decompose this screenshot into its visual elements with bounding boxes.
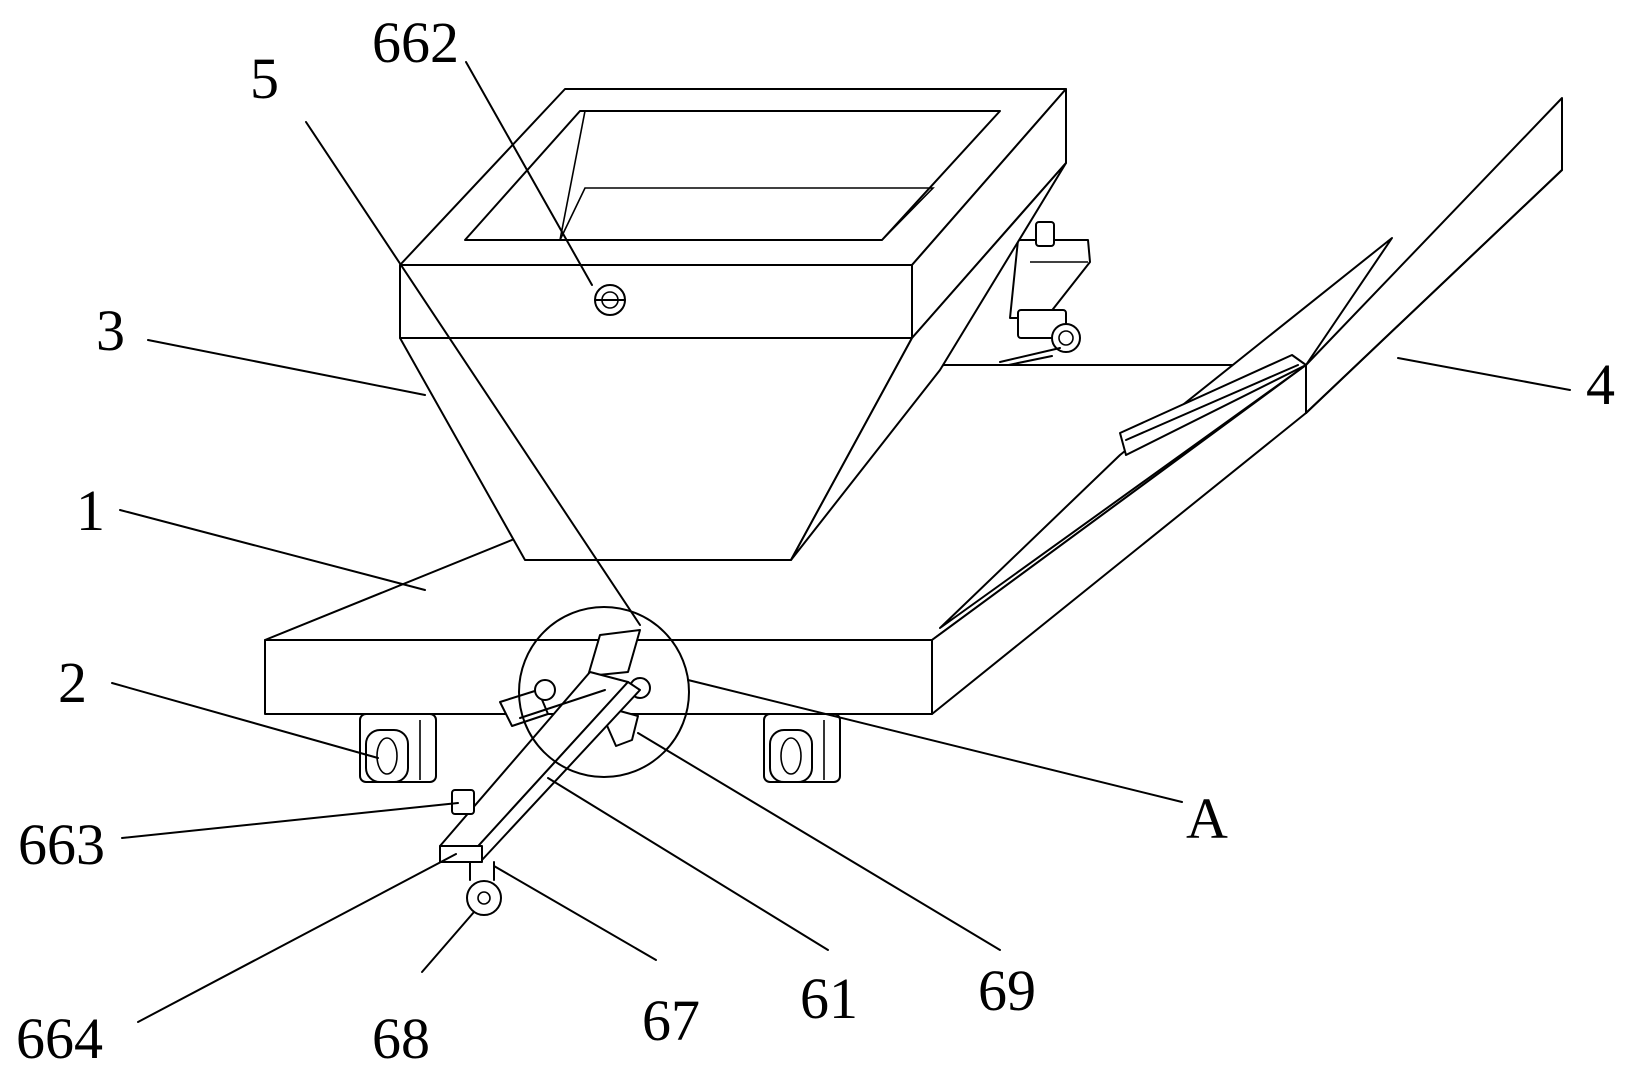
label-662: 662 bbox=[372, 10, 459, 75]
label-1: 1 bbox=[76, 478, 105, 543]
hopper bbox=[399, 88, 1067, 561]
front-arm-assembly bbox=[439, 629, 651, 916]
detail-circle-a bbox=[518, 606, 690, 778]
rear-roller-bracket bbox=[993, 221, 1091, 369]
push-handle bbox=[931, 97, 1563, 715]
label-5: 5 bbox=[250, 46, 279, 111]
label-61: 61 bbox=[800, 966, 858, 1031]
label-4: 4 bbox=[1586, 352, 1615, 417]
leader-lines bbox=[111, 61, 1571, 1023]
caster-wheel-right bbox=[763, 713, 841, 783]
label-3: 3 bbox=[96, 298, 125, 363]
label-663: 663 bbox=[18, 812, 105, 877]
label-68: 68 bbox=[372, 1006, 430, 1071]
label-67: 67 bbox=[642, 988, 700, 1053]
label-69: 69 bbox=[978, 958, 1036, 1023]
label-664: 664 bbox=[16, 1006, 103, 1071]
label-2: 2 bbox=[58, 650, 87, 715]
label-a: A bbox=[1186, 786, 1228, 851]
caster-wheel-left bbox=[359, 713, 437, 783]
